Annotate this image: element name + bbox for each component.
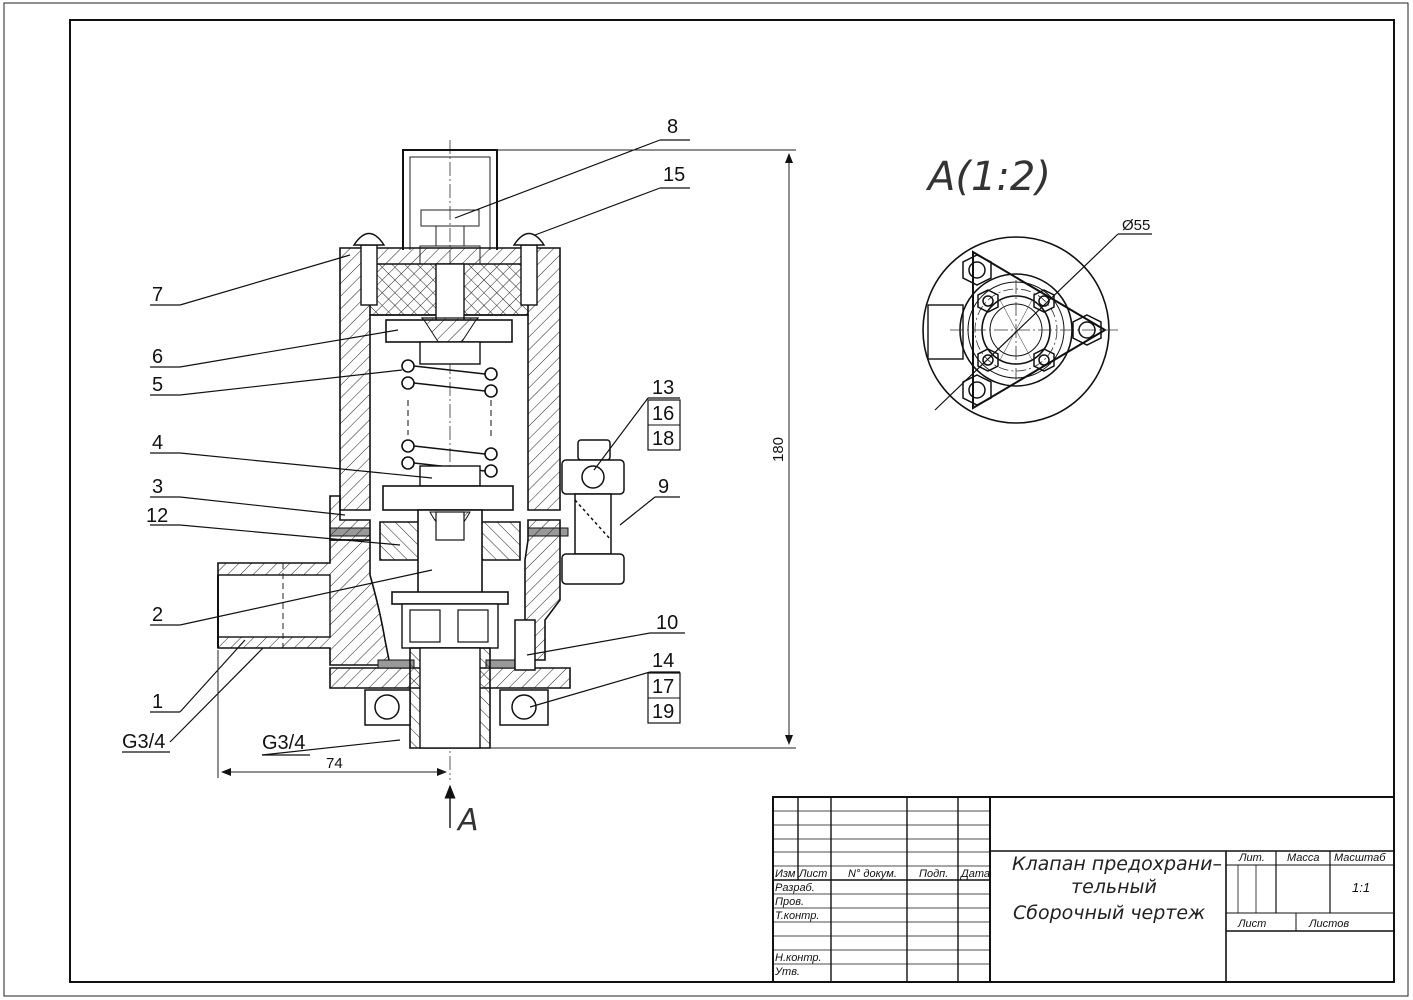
callout-6: 6 xyxy=(152,346,163,368)
doc-title-line-1: Клапан предохрани– xyxy=(1012,853,1222,875)
hdr-podp: Подп. xyxy=(919,868,948,880)
callout-15: 14 xyxy=(652,650,674,672)
callout-4: 4 xyxy=(152,432,163,454)
hdr-dokum: N° докум. xyxy=(848,868,897,880)
hdr-masshtab: Масштаб xyxy=(1334,852,1386,864)
hdr-list: Лист xyxy=(798,868,827,880)
thread-label-bottom: G3/4 xyxy=(262,732,305,754)
hdr-sheets: Листов xyxy=(1308,918,1349,930)
title-block-text: Изм Лист N° докум. Подп. Дата Разраб. Пр… xyxy=(774,852,1386,978)
hdr-izm: Изм xyxy=(775,868,796,880)
title-block xyxy=(772,796,1395,983)
role-tkontr: Т.контр. xyxy=(775,910,819,922)
callout-1: 1 xyxy=(152,691,163,713)
callout-8: 8 xyxy=(667,116,678,138)
outer-border xyxy=(3,2,1409,997)
callout-5: 5 xyxy=(152,374,163,396)
callout-9: 9 xyxy=(658,476,669,498)
dim-74: 74 xyxy=(326,755,343,772)
frame xyxy=(69,19,1395,983)
doc-title-line-2: тельный xyxy=(1071,876,1157,898)
view-a: A(1:2) Ø55 xyxy=(922,154,1152,424)
role-razrab: Разраб. xyxy=(775,882,815,894)
dim-180: 180 xyxy=(770,437,787,462)
role-nkontr: Н.контр. xyxy=(775,952,822,964)
callout-18: 18 xyxy=(652,428,674,450)
section-view: 8 15 7 6 5 4 3 12 2 1 13 16 18 9 10 14 1… xyxy=(122,116,796,838)
view-arrow-label: A xyxy=(456,803,479,838)
diameter-label: Ø55 xyxy=(1122,217,1150,234)
callout-14: 15 xyxy=(663,164,685,186)
callout-19: 19 xyxy=(652,701,674,723)
callout-12: 12 xyxy=(146,505,168,527)
callout-7: 7 xyxy=(152,284,163,306)
view-title: A(1:2) xyxy=(925,154,1051,200)
callout-13: 13 xyxy=(652,377,674,399)
callout-10: 10 xyxy=(656,612,678,634)
doc-title-line-3: Сборочный чертеж xyxy=(1013,902,1205,924)
hdr-massa: Масса xyxy=(1287,852,1320,864)
scale-value: 1:1 xyxy=(1352,880,1370,895)
callout-3: 3 xyxy=(152,476,163,498)
callout-17: 17 xyxy=(652,676,674,698)
callout-2: 2 xyxy=(152,604,163,626)
thread-label-left: G3/4 xyxy=(122,731,165,753)
role-prov: Пров. xyxy=(775,896,804,908)
hdr-data: Дата xyxy=(959,868,990,880)
role-utv: Утв. xyxy=(774,966,800,978)
callout-16: 16 xyxy=(652,403,674,425)
hdr-sheet: Лист xyxy=(1237,918,1266,930)
hdr-lit: Лит. xyxy=(1238,852,1265,864)
